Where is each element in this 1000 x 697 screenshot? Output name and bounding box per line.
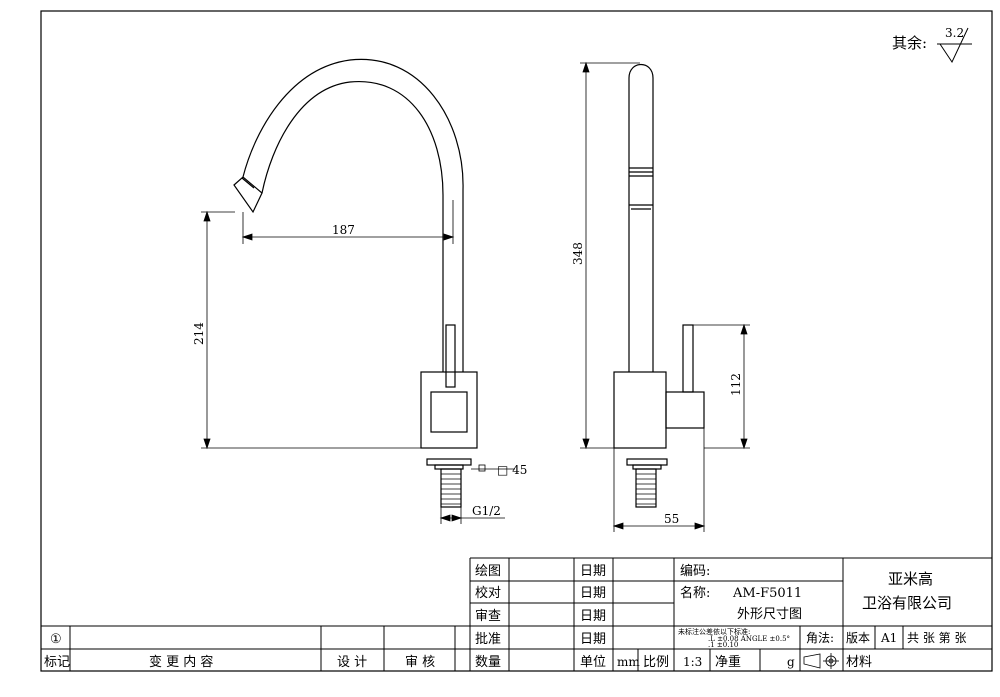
dim-reach: 187: [332, 223, 355, 237]
tolerance-row-1: .L ±0.08 ANGLE ±0.5°: [708, 635, 790, 643]
label-scale: 比例: [643, 655, 669, 670]
side-view: [613, 63, 705, 508]
label-checked: 校对: [475, 585, 501, 601]
side-body: [613, 371, 667, 449]
label-mark: 标记: [44, 655, 70, 670]
label-material: 材料: [846, 655, 872, 670]
version-value: A1: [880, 631, 897, 645]
drawing-border: [40, 10, 993, 672]
label-approved: 批准: [475, 632, 501, 647]
title-block-lines: [41, 557, 992, 671]
label-net-weight: 净重: [715, 654, 741, 670]
label-date-3: 日期: [580, 609, 606, 624]
label-drawn: 绘图: [475, 564, 501, 579]
label-date-1: 日期: [580, 564, 606, 579]
label-date-4: 日期: [580, 632, 606, 647]
surface-finish-label: 其余:: [892, 34, 927, 52]
label-design: 设 计: [337, 655, 367, 670]
label-projection: 角法:: [806, 631, 834, 645]
label-version: 版本: [846, 631, 870, 645]
front-dimensions: [201, 200, 515, 524]
side-dimensions: [580, 61, 750, 532]
side-thread-shank: [635, 468, 657, 508]
label-change-content: 变 更 内 容: [149, 654, 213, 670]
label-name: 名称:: [680, 585, 710, 601]
dim-base-depth: 55: [664, 512, 679, 526]
dim-total-height: 348: [571, 242, 585, 265]
handle-lever: [445, 324, 456, 388]
faucet-body: [420, 371, 478, 449]
label-reviewed: 审查: [475, 609, 501, 624]
company-line-1: 亚米高: [888, 570, 933, 588]
dim-handle-height: 112: [729, 373, 743, 396]
label-audit: 审 核: [405, 655, 435, 670]
label-date-2: 日期: [580, 586, 606, 601]
surface-finish-note: 其余: 3.2: [892, 26, 972, 64]
label-quantity: 数量: [475, 655, 501, 670]
base-flange: [426, 458, 472, 466]
dim-thread: G1/2: [472, 504, 501, 518]
thread-shank: [440, 468, 462, 508]
weight-unit: g: [787, 655, 795, 669]
model-number: AM-F5011: [732, 586, 802, 601]
spout-inner: [261, 81, 444, 372]
label-unit: 单位: [580, 655, 606, 670]
dim-base-size: □ 45: [497, 463, 527, 477]
scale-value: 1:3: [683, 655, 702, 669]
side-spout: [628, 63, 654, 372]
side-handle-block: [665, 391, 705, 429]
sheet-count: 共 张 第 张: [907, 631, 966, 645]
tolerance-row-2: .1 ±0.10: [708, 641, 738, 649]
dim-spout-height: 214: [192, 322, 206, 345]
company-line-2: 卫浴有限公司: [862, 594, 952, 612]
roughness-check: [939, 27, 969, 64]
label-code: 编码:: [680, 564, 710, 579]
unit-value: mm: [617, 655, 640, 669]
projection-symbol-icon: [803, 653, 839, 669]
revision-symbol: ①: [50, 632, 62, 647]
drawing-title: 外形尺寸图: [737, 607, 802, 622]
front-view: [233, 58, 478, 508]
side-handle-lever: [682, 324, 694, 393]
spout-outer: [242, 58, 464, 372]
surface-finish-value: 3.2: [945, 26, 964, 40]
tolerance-note: 未标注公差依以下标准:: [678, 627, 750, 636]
